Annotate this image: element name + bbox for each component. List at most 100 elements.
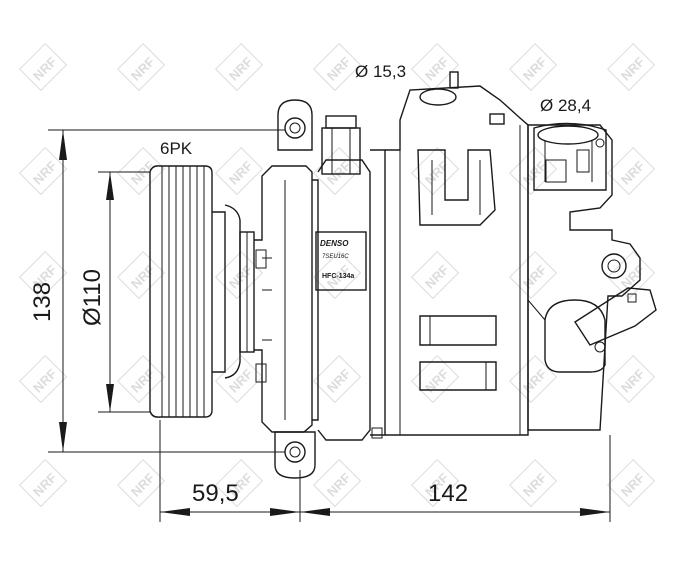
watermark-frame — [117, 355, 166, 404]
watermark-frame — [411, 43, 460, 92]
watermark-tile: NRF — [509, 355, 558, 404]
watermark-frame — [19, 43, 68, 92]
dim-discharge-port-label: Ø 28,4 — [540, 96, 591, 115]
watermark-text: NRF — [226, 366, 256, 396]
watermark-tile: NRF — [607, 251, 656, 300]
watermark-text: NRF — [422, 366, 452, 396]
watermark-tile: NRF — [313, 43, 362, 92]
watermark-text: NRF — [30, 470, 60, 500]
watermark-tile: NRF — [509, 43, 558, 92]
watermark-frame — [313, 251, 362, 300]
watermark-text: NRF — [520, 366, 550, 396]
watermark-text: NRF — [422, 158, 452, 188]
watermark-tile: NRF — [607, 43, 656, 92]
watermark-tile: NRF — [215, 251, 264, 300]
watermark-text: NRF — [226, 262, 256, 292]
watermark-tile: NRF — [117, 251, 166, 300]
watermark-text: NRF — [422, 54, 452, 84]
watermark-text: NRF — [618, 366, 648, 396]
watermark-tile: NRF — [411, 251, 460, 300]
dim-offset-label: 59,5 — [192, 480, 239, 507]
label-refrigerant: HFC-134a — [322, 273, 354, 280]
watermark-text: NRF — [520, 54, 550, 84]
watermark-tile: NRF — [313, 459, 362, 508]
watermark-frame — [215, 459, 264, 508]
watermark-frame — [19, 355, 68, 404]
watermark-text: NRF — [30, 158, 60, 188]
compressor-body — [315, 71, 529, 441]
watermark-text: NRF — [324, 54, 354, 84]
watermark-frame — [117, 43, 166, 92]
watermark-tile: NRF — [117, 355, 166, 404]
watermark-text: NRF — [30, 366, 60, 396]
dim-belt-label: 6PK — [160, 139, 193, 158]
watermark-frame — [19, 251, 68, 300]
mount-ear-bottom — [274, 431, 316, 479]
dim-suction-port-label: Ø 15,3 — [355, 62, 406, 81]
watermark-frame — [509, 43, 558, 92]
watermark-frame — [607, 43, 656, 92]
watermark-text: NRF — [422, 262, 452, 292]
dim-horizontal — [159, 420, 611, 522]
watermark-text: NRF — [520, 262, 550, 292]
watermark-tile: NRF — [19, 43, 68, 92]
watermark-tile: NRF — [117, 459, 166, 508]
watermark-tile: NRF — [215, 147, 264, 196]
watermark-tile: NRF — [117, 147, 166, 196]
watermark-frame — [607, 355, 656, 404]
watermark-frame — [509, 459, 558, 508]
watermark-frame — [117, 147, 166, 196]
label-brand: DENSO — [320, 239, 349, 248]
watermark-tile: NRF — [509, 459, 558, 508]
rear-housing — [527, 122, 657, 431]
watermark-text: NRF — [618, 470, 648, 500]
watermark-text: NRF — [520, 470, 550, 500]
watermark-text: NRF — [324, 470, 354, 500]
watermark-tile: NRF — [509, 147, 558, 196]
watermark-text: NRF — [128, 262, 158, 292]
watermark-tile: NRF — [215, 355, 264, 404]
watermark-tile: NRF — [19, 355, 68, 404]
mount-ear-top — [277, 99, 313, 151]
watermark-tile: NRF — [509, 251, 558, 300]
watermark-text: NRF — [128, 54, 158, 84]
label-model: 7SEU16C — [322, 254, 349, 260]
watermark-text: NRF — [226, 54, 256, 84]
watermark-tile: NRF — [313, 147, 362, 196]
watermark-frame — [607, 147, 656, 196]
watermark-text: NRF — [226, 158, 256, 188]
watermark-frame — [215, 43, 264, 92]
watermark-text: NRF — [128, 366, 158, 396]
watermark-frame — [19, 459, 68, 508]
watermark-tile: NRF — [411, 43, 460, 92]
watermark-frame — [117, 251, 166, 300]
watermark-text: NRF — [618, 54, 648, 84]
watermark-frame — [411, 459, 460, 508]
watermark-tile: NRF — [607, 355, 656, 404]
watermark-text: NRF — [324, 158, 354, 188]
dim-pulley-diameter — [98, 171, 150, 413]
watermark-frame — [215, 355, 264, 404]
watermark-tile: NRF — [607, 459, 656, 508]
watermark-frame — [313, 459, 362, 508]
watermark-frame — [215, 251, 264, 300]
watermark-frame — [19, 147, 68, 196]
watermark-frame — [607, 459, 656, 508]
watermark-frame — [117, 459, 166, 508]
watermark-frame — [313, 43, 362, 92]
watermark-text: NRF — [618, 158, 648, 188]
watermark-tile: NRF — [117, 43, 166, 92]
dim-pulley-diameter-label: Ø110 — [79, 269, 106, 326]
watermark-text: NRF — [324, 366, 354, 396]
watermark-frame — [313, 355, 362, 404]
watermark-text: NRF — [128, 470, 158, 500]
pulley — [149, 165, 255, 418]
front-housing — [254, 165, 319, 433]
watermark-tile: NRF — [215, 43, 264, 92]
watermark-tile: NRF — [411, 355, 460, 404]
watermark-text: NRF — [30, 54, 60, 84]
watermark-tile: NRF — [607, 147, 656, 196]
watermark-tile: NRF — [313, 355, 362, 404]
watermark-tile: NRF — [19, 459, 68, 508]
